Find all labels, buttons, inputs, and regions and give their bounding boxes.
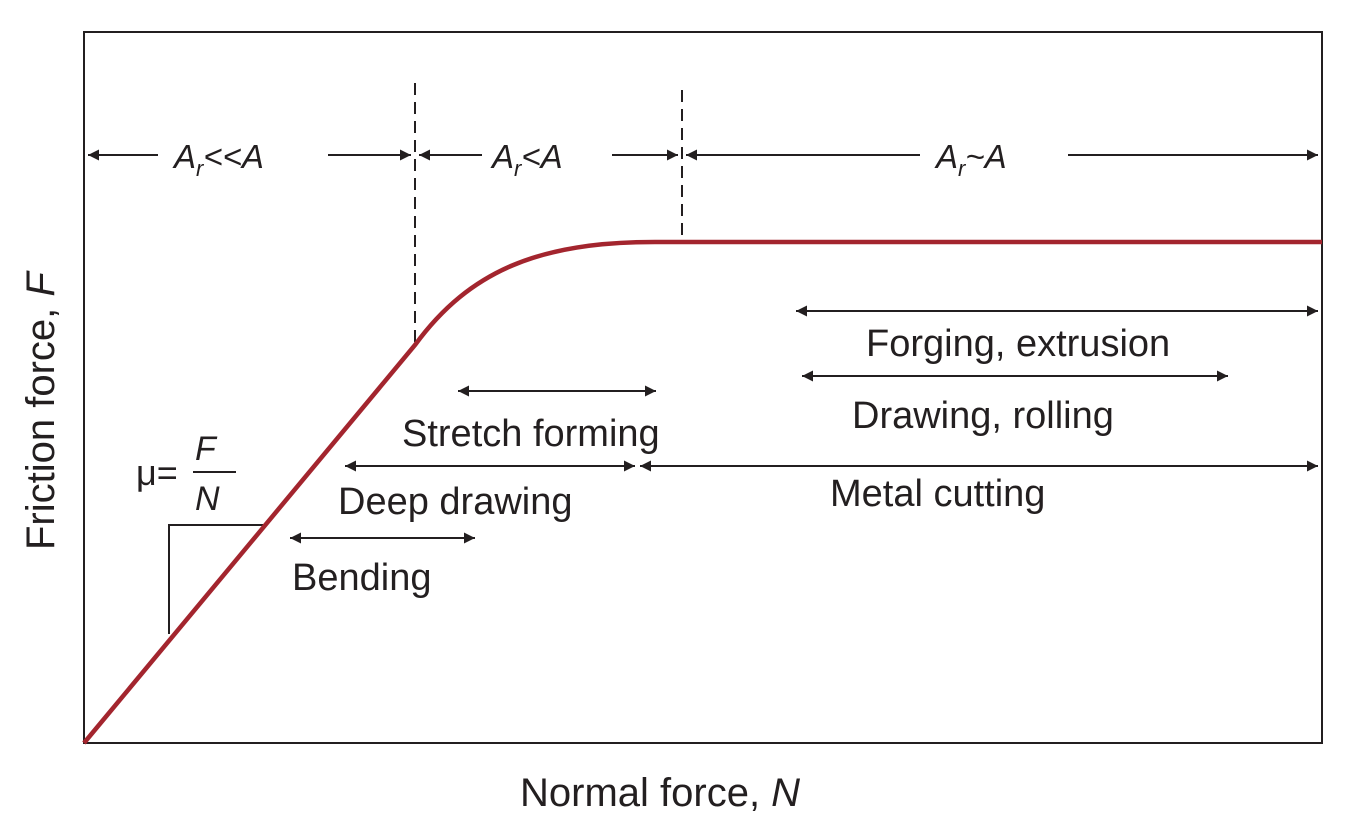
- process-label-bending: Bending: [292, 557, 431, 599]
- process-label-deep-drawing: Deep drawing: [338, 481, 572, 523]
- slope-formula-prefix: μ=: [136, 452, 178, 493]
- plot-frame: [83, 31, 1323, 744]
- slope-triangle: [168, 524, 263, 634]
- friction-curve: [82, 239, 1322, 745]
- slope-formula-denominator: N: [195, 480, 220, 518]
- region-label-2: Ar<A: [490, 138, 563, 181]
- process-label-stretch-forming: Stretch forming: [402, 413, 660, 455]
- x-axis-label: Normal force, N: [520, 771, 800, 815]
- process-label-drawing-rolling: Drawing, rolling: [852, 395, 1114, 437]
- slope-formula-numerator: F: [195, 430, 218, 468]
- process-label-metal-cutting: Metal cutting: [830, 473, 1045, 515]
- process-label-forging: Forging, extrusion: [866, 323, 1170, 365]
- y-axis-label: Friction force, F: [19, 270, 63, 550]
- region-label-3: Ar~A: [934, 138, 1007, 181]
- region-label-1: Ar<<A: [172, 138, 264, 181]
